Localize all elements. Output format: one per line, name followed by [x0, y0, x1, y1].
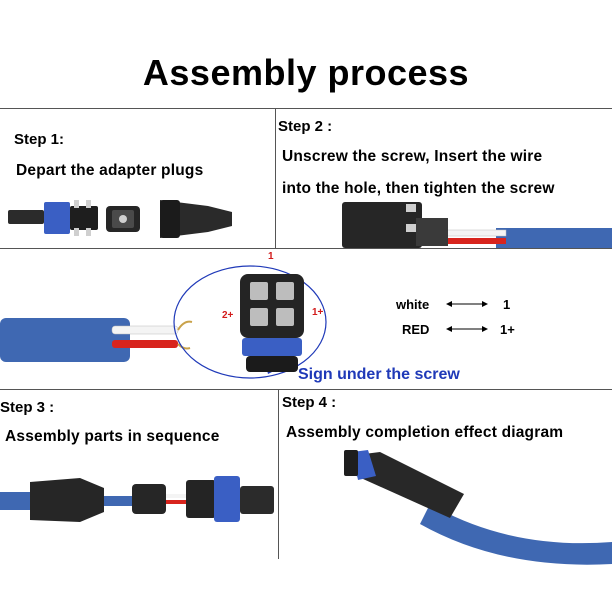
step-4-label: Step 4 : — [282, 394, 337, 411]
legend-terminal-1: 1 — [503, 297, 511, 312]
pin-label-right: 1+ — [312, 307, 324, 318]
double-arrow-icon — [446, 322, 488, 340]
wiring-cable — [0, 318, 193, 362]
step-2-description-line-2: into the hole, then tighten the screw — [282, 180, 555, 197]
step-1-label: Step 1: — [14, 131, 65, 148]
legend-wire-red: RED — [402, 322, 430, 337]
divider-lower-middle — [0, 389, 612, 390]
step-2-description-line-1: Unscrew the screw, Insert the wire — [282, 148, 543, 165]
divider-top — [0, 108, 612, 109]
step-3-assembly-parts — [0, 476, 274, 522]
step-1-connector-parts — [8, 200, 232, 238]
legend-wire-white: white — [396, 297, 430, 312]
legend-terminal-1-plus: 1+ — [500, 322, 515, 337]
screw-sign-note: Sign under the screw — [298, 366, 460, 383]
step-3-description: Assembly parts in sequence — [5, 428, 220, 445]
step-1-description: Depart the adapter plugs — [16, 162, 204, 179]
divider-lower-vertical — [278, 389, 279, 559]
connector-face — [240, 274, 304, 372]
step-2-wire-insertion — [342, 202, 612, 248]
step-4-assembled-connector — [344, 450, 612, 565]
page-title: Assembly process — [142, 52, 470, 93]
step-4-description: Assembly completion effect diagram — [286, 424, 564, 441]
divider-upper-middle — [0, 248, 612, 249]
divider-upper-vertical — [275, 108, 276, 248]
double-arrow-icon — [446, 297, 488, 315]
pin-label-left: 2+ — [222, 310, 234, 321]
pin-label-top: 1 — [268, 251, 274, 262]
step-3-label: Step 3 : — [0, 399, 55, 416]
step-2-label: Step 2 : — [278, 118, 333, 135]
